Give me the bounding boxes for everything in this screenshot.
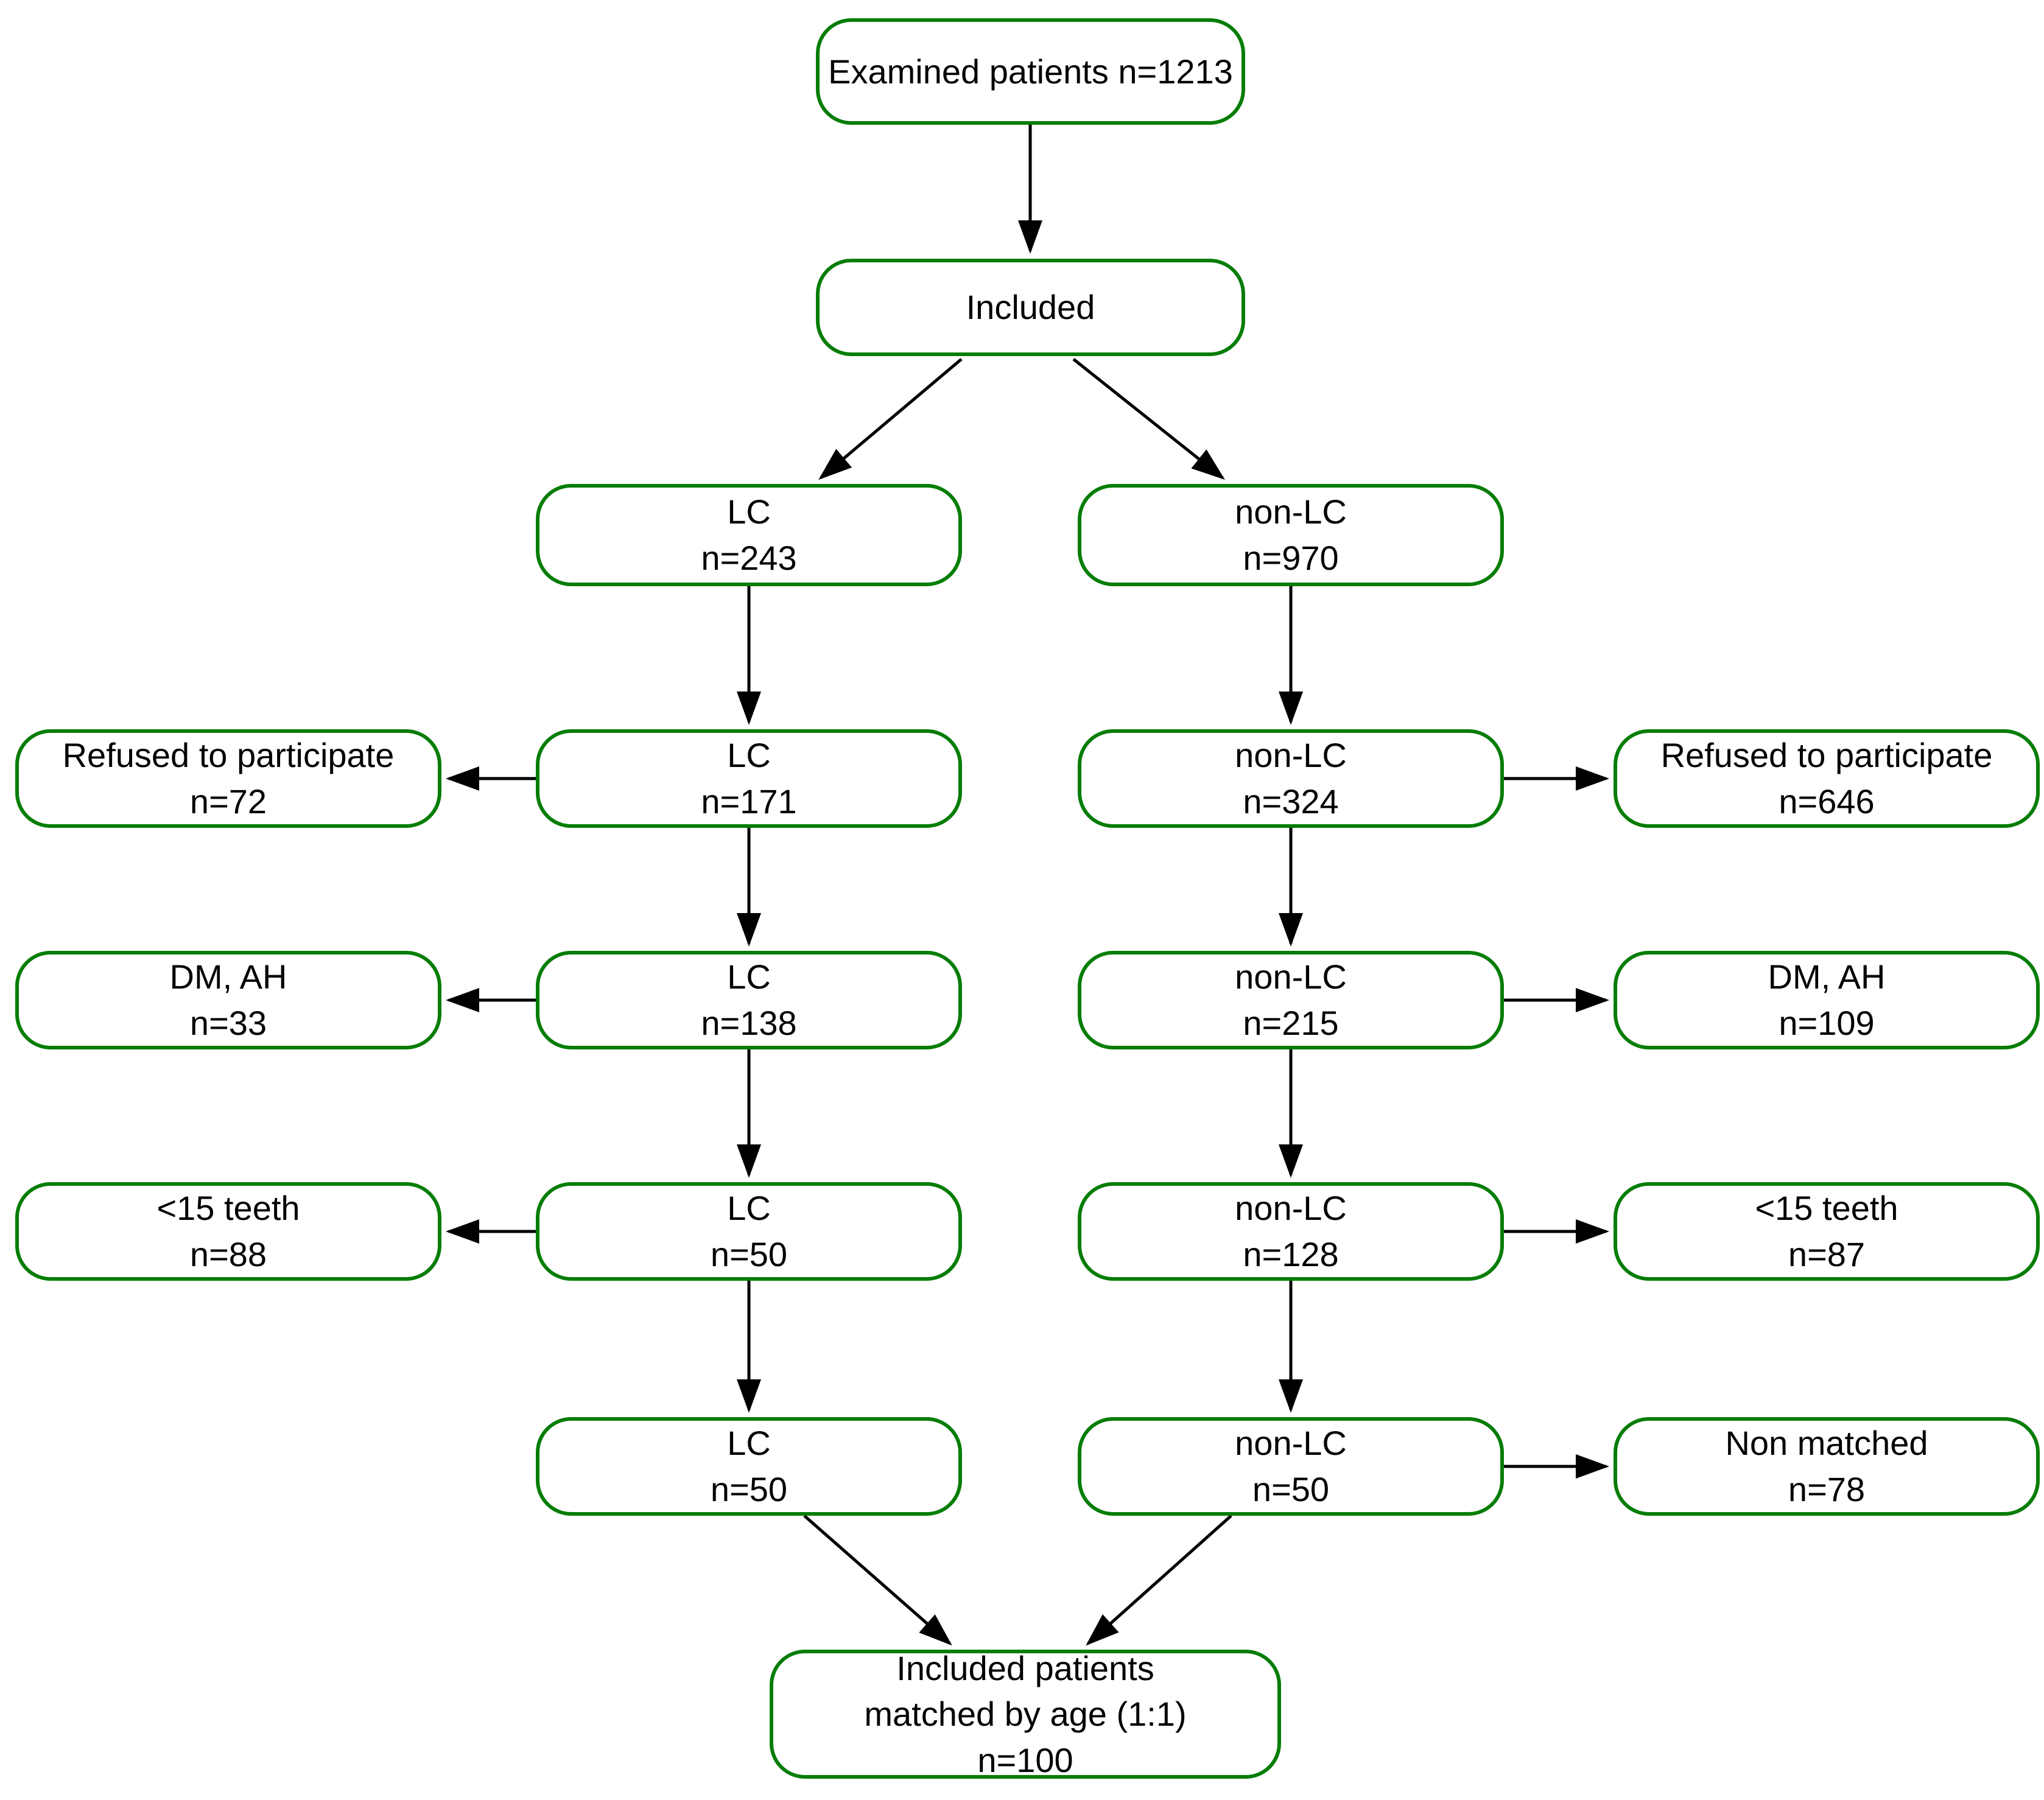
- node-count: n=33: [189, 1004, 267, 1042]
- node-included-matched-100: Included patients matched by age (1:1) n…: [770, 1649, 1281, 1779]
- node-lc-138: LC n=138: [536, 951, 962, 1049]
- node-count: n=171: [701, 782, 797, 821]
- node-dm-ah-33: DM, AH n=33: [15, 951, 441, 1049]
- node-label: LC: [727, 958, 771, 996]
- node-lc-50-first: LC n=50: [536, 1182, 962, 1281]
- node-count: n=970: [1243, 539, 1339, 577]
- node-count: n=78: [1788, 1470, 1866, 1508]
- node-label: non-LC: [1235, 1424, 1347, 1463]
- node-nonlc-215: non-LC n=215: [1078, 951, 1504, 1049]
- arrow-included-to-nonlc970: [1072, 358, 1225, 480]
- node-count: n=243: [701, 539, 797, 577]
- node-non-matched-78: Non matched n=78: [1614, 1417, 2040, 1516]
- node-label: <15 teeth: [1755, 1189, 1898, 1228]
- node-label: DM, AH: [1768, 958, 1886, 996]
- node-count: n=138: [701, 1004, 797, 1042]
- node-label: matched by age (1:1): [864, 1695, 1187, 1734]
- node-label: Non matched: [1725, 1424, 1928, 1463]
- node-count: n=215: [1243, 1004, 1339, 1042]
- node-nonlc-50-final: non-LC n=50: [1078, 1417, 1504, 1516]
- node-label: non-LC: [1235, 492, 1347, 531]
- node-under15-teeth-87: <15 teeth n=87: [1614, 1182, 2040, 1281]
- node-count: n=646: [1779, 782, 1875, 821]
- node-label: non-LC: [1235, 958, 1347, 996]
- node-label: non-LC: [1235, 1189, 1347, 1228]
- node-lc-50-final: LC n=50: [536, 1417, 962, 1516]
- node-label: Refused to participate: [62, 736, 395, 775]
- node-lc-171: LC n=171: [536, 729, 962, 828]
- node-count: n=88: [189, 1235, 267, 1273]
- node-refused-646: Refused to participate n=646: [1614, 729, 2040, 828]
- node-count: n=50: [710, 1235, 788, 1273]
- node-label: non-LC: [1235, 736, 1347, 775]
- node-examined-patients: Examined patients n=1213: [816, 18, 1245, 125]
- node-label: LC: [727, 1189, 771, 1228]
- arrow-lc50b-to-matched: [803, 1515, 952, 1646]
- node-nonlc-324: non-LC n=324: [1078, 729, 1504, 828]
- node-count: n=87: [1788, 1235, 1866, 1273]
- node-label: <15 teeth: [156, 1189, 300, 1228]
- node-count: n=100: [977, 1740, 1073, 1779]
- node-label: Included patients: [896, 1648, 1154, 1687]
- node-under15-teeth-88: <15 teeth n=88: [15, 1182, 441, 1281]
- node-count: n=324: [1243, 782, 1339, 821]
- node-count: n=109: [1779, 1004, 1875, 1042]
- node-label: Refused to participate: [1660, 736, 1993, 775]
- node-label: Examined patients n=1213: [828, 52, 1233, 91]
- node-label: LC: [727, 492, 771, 531]
- node-label: LC: [727, 736, 771, 775]
- node-dm-ah-109: DM, AH n=109: [1614, 951, 2040, 1049]
- node-count: n=50: [1252, 1470, 1330, 1508]
- arrow-included-to-lc243: [818, 358, 963, 480]
- node-count: n=128: [1243, 1235, 1339, 1273]
- node-label: LC: [727, 1424, 771, 1463]
- node-label: Included: [966, 288, 1095, 327]
- arrow-nonlc50-to-matched: [1086, 1515, 1232, 1646]
- node-count: n=72: [189, 782, 267, 821]
- node-nonlc-970: non-LC n=970: [1078, 484, 1504, 586]
- node-count: n=50: [710, 1470, 788, 1508]
- node-refused-72: Refused to participate n=72: [15, 729, 441, 828]
- node-lc-243: LC n=243: [536, 484, 962, 586]
- node-label: DM, AH: [169, 958, 287, 996]
- node-nonlc-128: non-LC n=128: [1078, 1182, 1504, 1281]
- node-included: Included: [816, 259, 1245, 356]
